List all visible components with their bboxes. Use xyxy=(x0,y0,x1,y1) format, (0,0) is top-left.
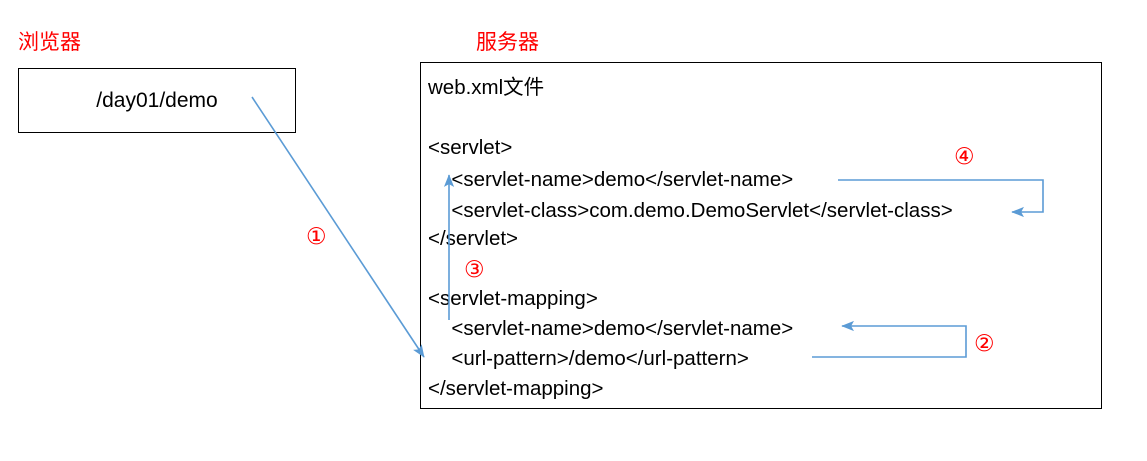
browser-section-title: 浏览器 xyxy=(18,30,81,54)
xml-code-line: <servlet-name>demo</servlet-name> xyxy=(440,317,794,340)
xml-code-line: <servlet-mapping> xyxy=(428,287,598,310)
xml-code-line: <servlet-name>demo</servlet-name> xyxy=(440,168,794,191)
step-marker-1: ① xyxy=(306,224,327,250)
xml-code-line: <servlet-class>com.demo.DemoServlet</ser… xyxy=(440,199,953,222)
xml-code-line: </servlet-mapping> xyxy=(428,377,604,400)
xml-code-line: <servlet> xyxy=(428,136,513,159)
web-xml-file-label: web.xml文件 xyxy=(428,76,545,99)
browser-url-text: /day01/demo xyxy=(96,88,218,112)
server-section-title: 服务器 xyxy=(476,30,539,54)
connector-arrow-1 xyxy=(251,96,425,358)
step-marker-2: ② xyxy=(974,331,995,357)
xml-code-line: </servlet> xyxy=(428,227,519,250)
step-marker-4: ④ xyxy=(954,144,975,170)
xml-code-line: <url-pattern>/demo</url-pattern> xyxy=(440,347,749,370)
step-marker-3: ③ xyxy=(464,257,485,283)
browser-address-box: /day01/demo xyxy=(18,68,296,133)
